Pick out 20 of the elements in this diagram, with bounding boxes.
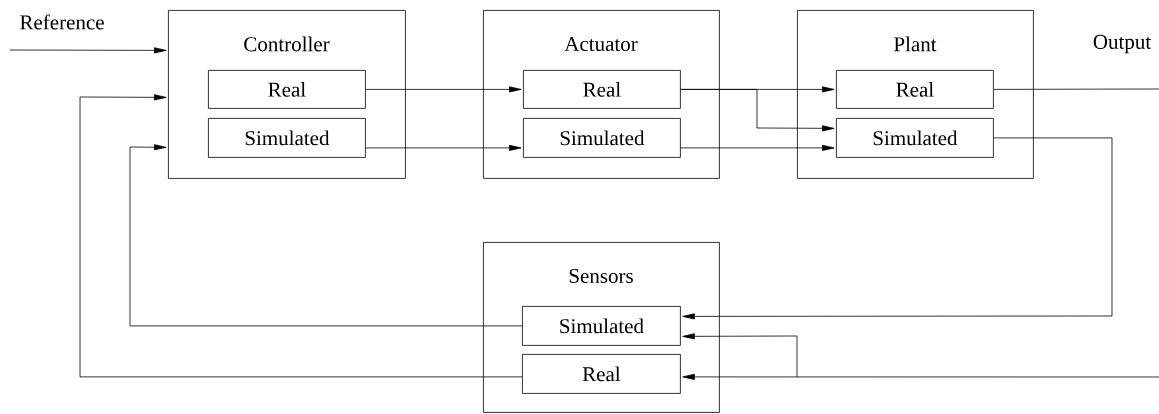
arrow xyxy=(129,144,523,327)
arrow xyxy=(365,86,522,93)
arrow xyxy=(682,137,1113,320)
arrow xyxy=(9,47,167,54)
component-box: Simulated xyxy=(522,306,681,346)
component-box: Real xyxy=(523,70,681,109)
component-box: Simulated xyxy=(836,118,994,158)
component-box: Real xyxy=(208,70,366,109)
component-box: Simulated xyxy=(523,118,681,158)
edge-label: Output xyxy=(1091,33,1153,55)
component-box: Real xyxy=(836,70,994,109)
arrow xyxy=(682,373,1159,380)
arrow xyxy=(365,144,522,151)
arrow xyxy=(680,144,835,151)
edge-label: Reference xyxy=(18,13,106,31)
component-box: Simulated xyxy=(208,118,366,158)
arrow xyxy=(680,89,835,132)
arrow xyxy=(682,333,798,378)
arrow xyxy=(79,94,523,378)
component-box: Real xyxy=(522,354,681,394)
